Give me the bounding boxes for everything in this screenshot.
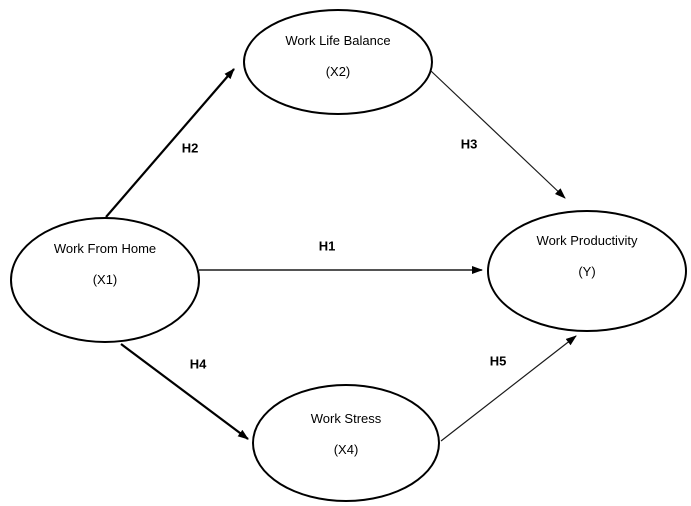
node-symbol: (X1)	[92, 271, 118, 287]
node-symbol: (X4)	[333, 441, 359, 457]
node-text-block: Work From Home (X1)	[54, 241, 156, 288]
node-label: Work Life Balance	[285, 32, 391, 48]
node-text-block: Work Life Balance (X2)	[285, 33, 390, 80]
edge-label-h3: H3	[460, 136, 478, 152]
node-work-from-home: Work From Home (X1)	[10, 217, 200, 343]
node-work-life-balance: Work Life Balance (X2)	[243, 9, 433, 115]
edge-label-h2: H2	[181, 140, 199, 156]
edge-h3-arrow	[430, 70, 566, 199]
node-label: Work Productivity	[536, 232, 638, 248]
node-symbol: (X2)	[325, 63, 351, 79]
node-work-stress: Work Stress (X4)	[252, 384, 440, 502]
edge-h5-arrow	[440, 335, 577, 442]
node-label: Work From Home	[53, 240, 157, 256]
node-text-block: Work Stress (X4)	[311, 411, 382, 458]
edge-label-h5: H5	[489, 353, 507, 369]
node-symbol: (Y)	[578, 263, 596, 279]
node-work-productivity: Work Productivity (Y)	[487, 210, 687, 332]
edge-h2-arrow	[105, 68, 235, 218]
edge-label-h1: H1	[318, 238, 336, 254]
node-text-block: Work Productivity (Y)	[537, 233, 638, 280]
node-label: Work Stress	[310, 410, 382, 426]
edge-h4-arrow	[120, 343, 249, 440]
edge-label-h4: H4	[189, 356, 207, 372]
